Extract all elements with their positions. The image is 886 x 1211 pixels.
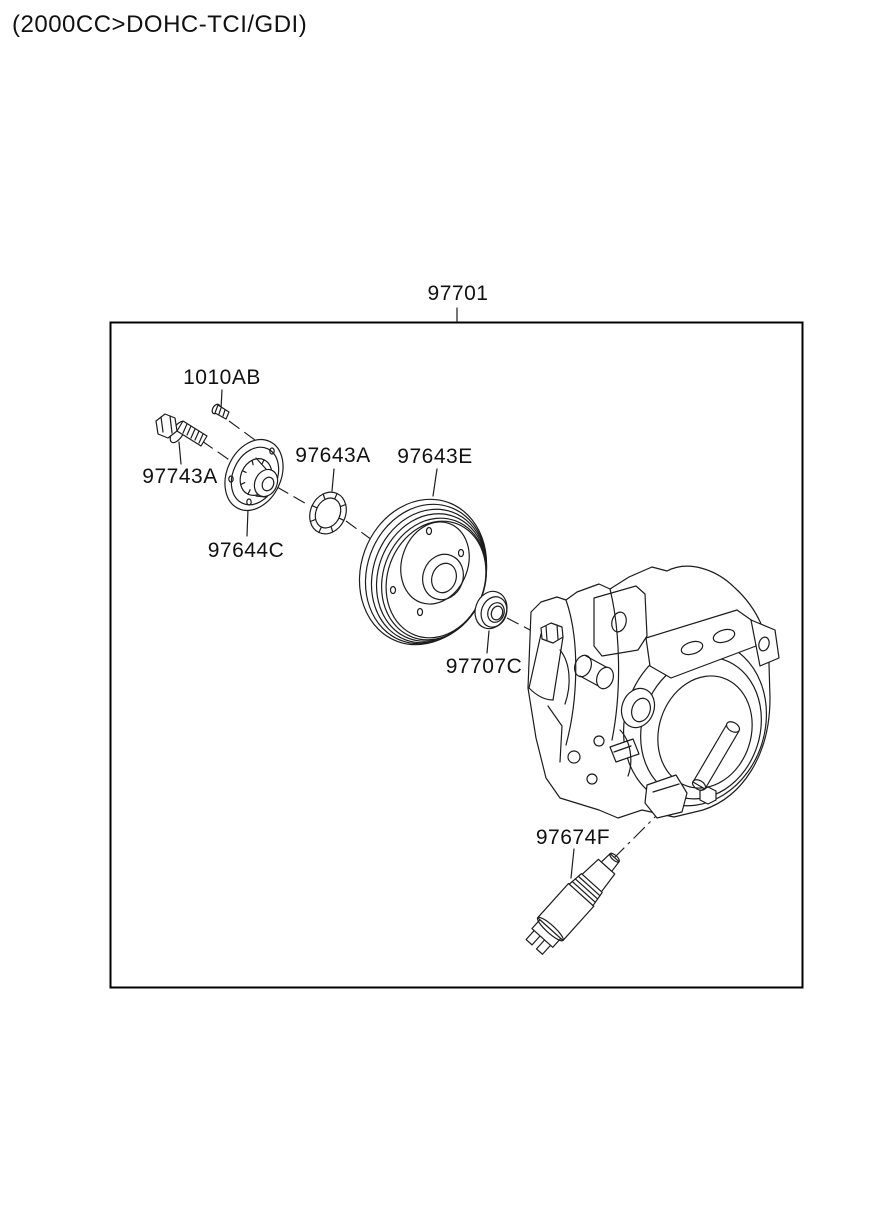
leader-97707C (487, 631, 489, 653)
leader-97643E (433, 469, 437, 496)
rear-mount-ear (751, 620, 779, 666)
diagram-frame (111, 323, 803, 988)
leader-lines (179, 390, 574, 878)
part-label-97674F[interactable]: 97674F (535, 826, 611, 849)
clutch-hub-drawing (214, 430, 294, 520)
spacer-ring-drawing (470, 587, 512, 633)
leader-97643A (332, 469, 334, 491)
engine-variant-title: (2000CC>DOHC-TCI/GDI) (12, 11, 308, 38)
part-label-97707C[interactable]: 97707C (445, 655, 523, 678)
part-label-97644C[interactable]: 97644C (207, 539, 285, 562)
leader-97644C (247, 509, 248, 536)
front-mount-ear (594, 586, 647, 656)
valve-barrel (538, 883, 594, 940)
hub-cylinder-face (250, 466, 282, 501)
part-label-97701[interactable]: 97701 (427, 282, 489, 305)
leader-97674F (571, 849, 574, 878)
part-label-1010AB[interactable]: 1010AB (183, 366, 261, 389)
leader-97743A (179, 442, 181, 464)
set-screw-drawing (211, 403, 229, 419)
compressor-body-drawing (528, 566, 788, 824)
pulley-drawing (339, 481, 506, 662)
pulley-face-ring (390, 512, 481, 614)
control-valve-drawing (522, 844, 629, 958)
hub-bore (260, 475, 276, 492)
part-label-97743A[interactable]: 97743A (142, 465, 218, 488)
bolt-shank (177, 421, 207, 446)
part-label-97643E[interactable]: 97643E (397, 445, 473, 468)
snap-ring-drawing (303, 486, 353, 540)
part-label-97643A[interactable]: 97643A (295, 444, 371, 467)
valve-axis-line (613, 812, 660, 859)
pulley-center-hole (428, 560, 461, 596)
bottom-lug (645, 775, 687, 818)
mounting-bolt-drawing (156, 414, 207, 446)
leader-1010AB (221, 390, 222, 409)
